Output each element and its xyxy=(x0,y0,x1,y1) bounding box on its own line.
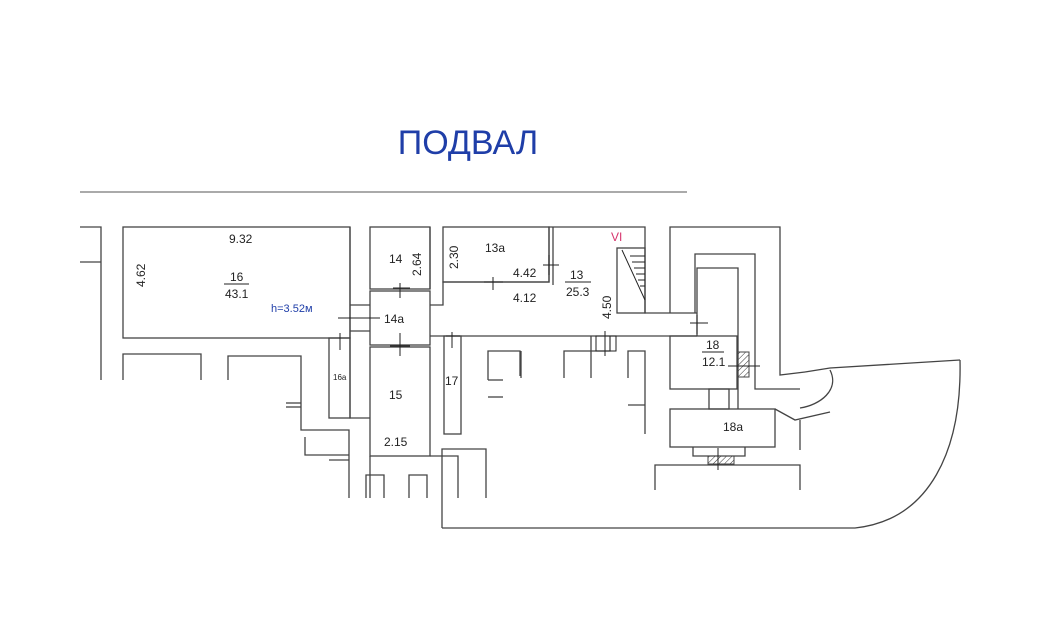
room-13a-dim-b: 4.42 xyxy=(513,266,537,280)
door-marks xyxy=(338,255,760,470)
floor-title: ПОДВАЛ xyxy=(397,124,539,162)
room-13-dim-a: 4.12 xyxy=(513,291,537,305)
room-17-number: 17 xyxy=(445,374,459,388)
room-13a-number: 13а xyxy=(485,241,505,255)
room-16-number: 16 xyxy=(230,270,244,284)
labels: 9.32 4.62 16 43.1 h=3.52м 14 2.64 14а 16… xyxy=(134,230,743,449)
walls xyxy=(80,226,961,529)
room-13-dim-b: 4.50 xyxy=(600,295,614,319)
room-13-number: 13 xyxy=(570,268,584,282)
room-14a-number: 14а xyxy=(384,312,404,326)
room-18a xyxy=(669,408,776,448)
room-16-width: 9.32 xyxy=(229,232,253,246)
stair-label: VI xyxy=(611,230,622,244)
room-18 xyxy=(669,335,738,390)
room-16-length: 4.62 xyxy=(134,263,148,287)
height-note: h=3.52м xyxy=(271,303,313,315)
room-13-area: 25.3 xyxy=(566,285,590,299)
room-15-dim: 2.15 xyxy=(384,435,408,449)
room-13a-dim-a: 2.30 xyxy=(447,245,461,269)
room-16a-number: 16а xyxy=(333,373,347,382)
room-14-number: 14 xyxy=(389,252,403,266)
room-18a-number: 18а xyxy=(723,420,743,434)
room-18-area: 12.1 xyxy=(702,355,726,369)
room-16-area: 43.1 xyxy=(225,287,249,301)
room-18-number: 18 xyxy=(706,338,720,352)
room-15-number: 15 xyxy=(389,388,403,402)
room-14-dim: 2.64 xyxy=(410,252,424,276)
